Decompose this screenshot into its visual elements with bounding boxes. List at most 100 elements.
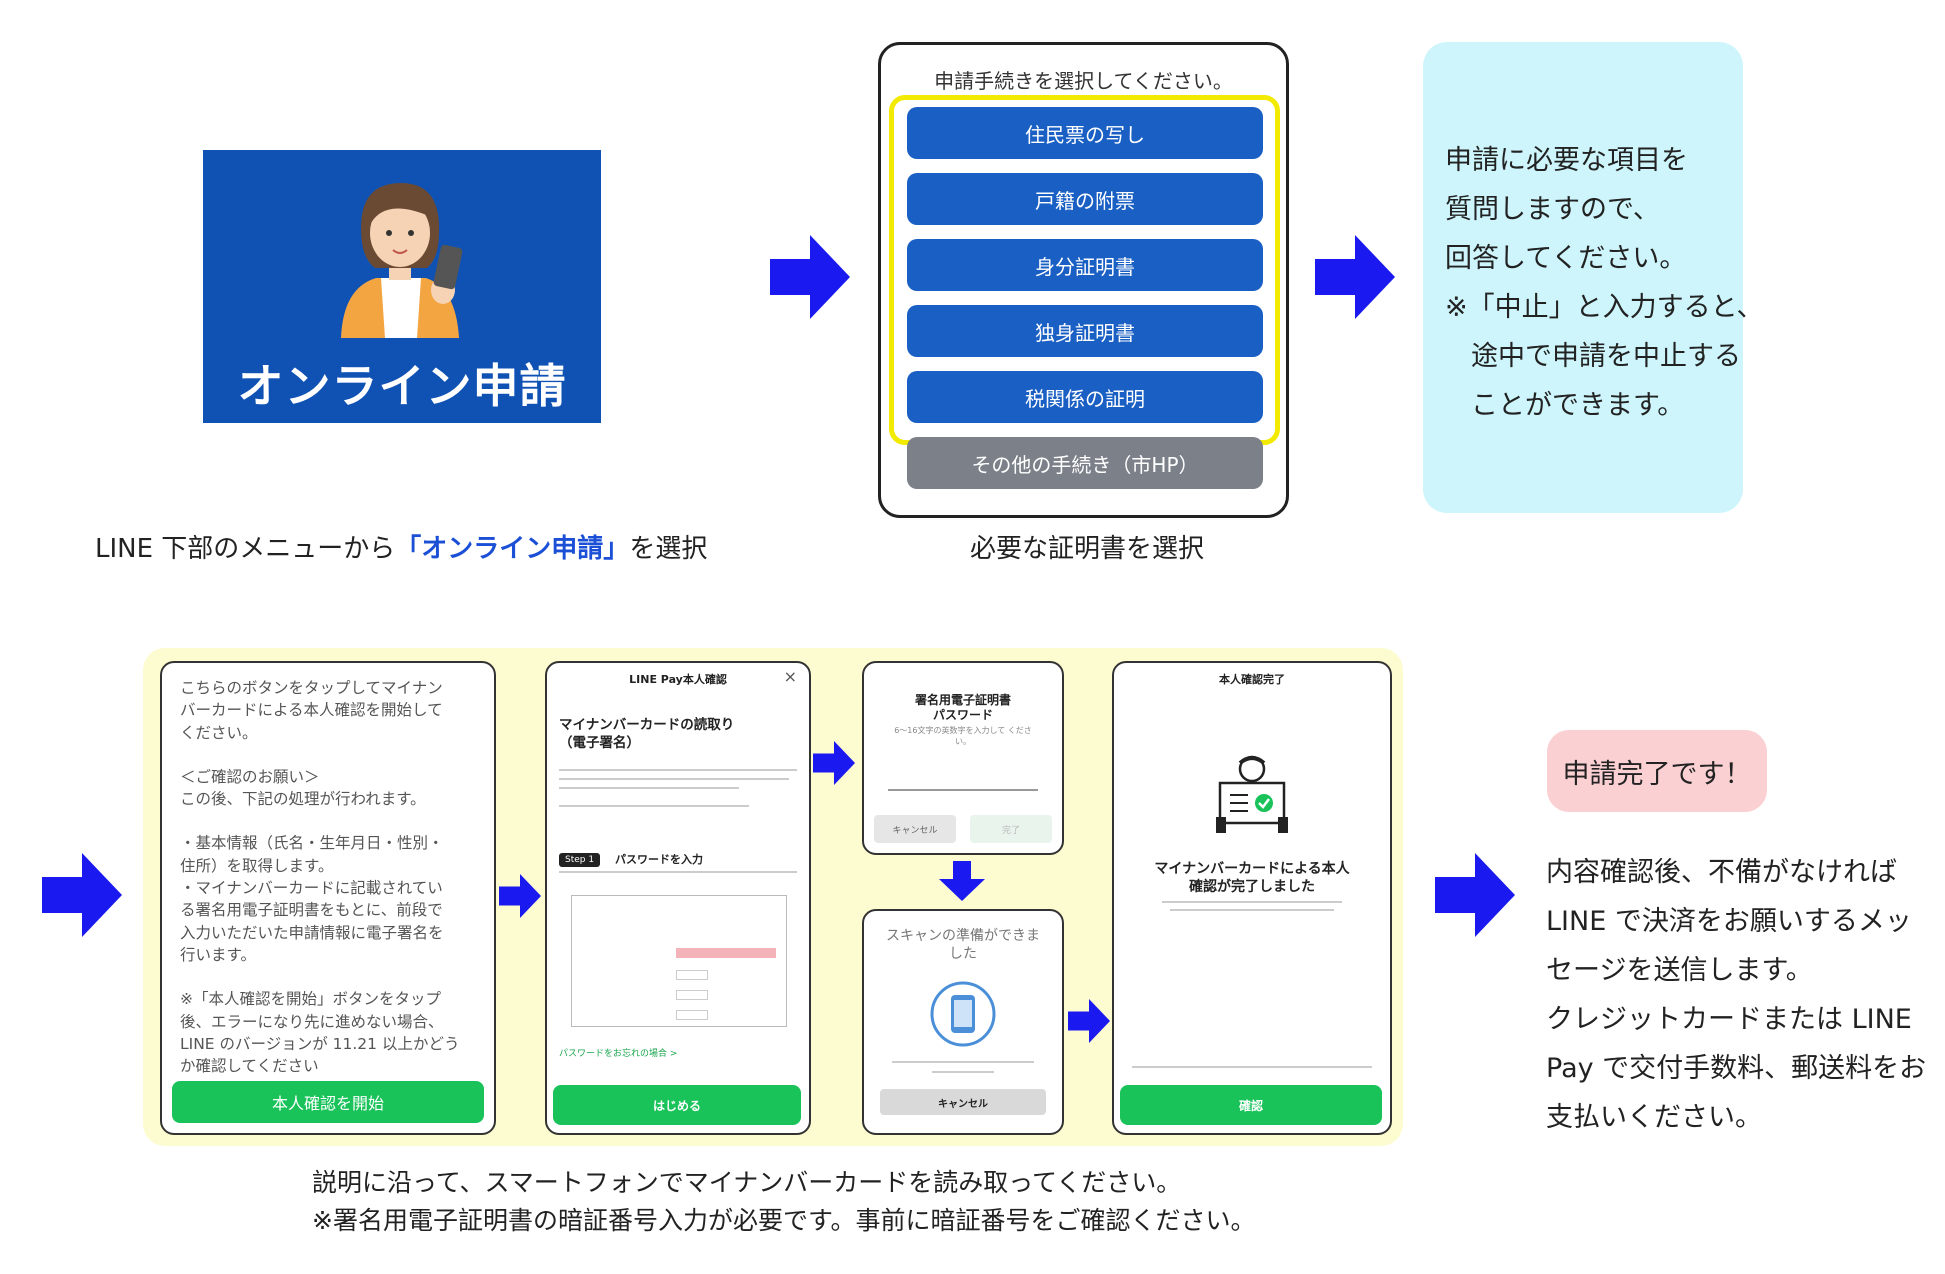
final-info-line: Pay で交付手数料、郵送料をお	[1546, 1053, 1927, 1084]
menu-button-tax[interactable]: 税関係の証明	[907, 371, 1263, 423]
caption-text: を選択	[629, 534, 708, 564]
reading-title: マイナンバーカードの読取り	[559, 717, 735, 733]
scan-cancel-button[interactable]: キャンセル	[880, 1089, 1046, 1115]
spacer	[180, 966, 459, 988]
arrow-right-icon	[1068, 998, 1110, 1044]
text-placeholder	[1162, 901, 1342, 903]
text-placeholder	[559, 787, 739, 789]
cert-instructions: 6〜16文字の英数字を入力して ください。	[894, 726, 1032, 746]
text-line: 住所）を取得します。	[180, 856, 334, 875]
text-placeholder	[559, 871, 797, 873]
step-badge: Step 1	[559, 853, 601, 867]
menu-button-other[interactable]: その他の手続き（市HP）	[907, 437, 1263, 489]
reading-subtitle: （電子署名）	[559, 735, 640, 751]
text-line: ＜ご確認のお願い＞	[180, 767, 320, 786]
info-line: 質問しますので、	[1445, 194, 1660, 225]
caption-text: LINE 下部のメニューから	[95, 534, 396, 564]
confirmation-phone: こちらのボタンをタップしてマイナン バーカードによる本人確認を開始して ください…	[160, 661, 496, 1135]
procedure-prompt: 申請手続きを選択してください。	[934, 69, 1233, 93]
person-with-phone-icon	[341, 183, 463, 338]
forgot-password-link[interactable]: パスワードをお忘れの場合 >	[559, 1049, 678, 1059]
text-line: 行います。	[180, 945, 256, 964]
menu-button-residence[interactable]: 住民票の写し	[907, 107, 1263, 159]
text-placeholder	[559, 769, 797, 771]
menu-button-family-register[interactable]: 戸籍の附票	[907, 173, 1263, 225]
done-button[interactable]: 完了	[970, 815, 1052, 843]
text-line: こちらのボタンをタップしてマイナン	[180, 679, 443, 697]
question-info-box: 申請に必要な項目を 質問しますので、 回答してください。 ※「中止」と入力すると…	[1423, 42, 1764, 513]
spacer	[180, 744, 459, 766]
step2-caption: 必要な証明書を選択	[970, 534, 1205, 564]
text-line: 入力いただいた申請情報に電子署名を	[180, 923, 444, 942]
complete-header: 本人確認完了	[1219, 673, 1285, 686]
scan-title: スキャンの準備ができま	[886, 928, 1040, 944]
arrow-right-icon	[770, 235, 850, 319]
cancel-button[interactable]: キャンセル	[874, 815, 956, 843]
password-input[interactable]	[888, 789, 1038, 791]
arrow-right-icon	[1435, 853, 1515, 937]
final-info-line: クレジットカードまたは LINE	[1546, 1004, 1912, 1035]
text-line: バーカードによる本人確認を開始して	[180, 701, 443, 720]
caption-highlight: 「オンライン申請」	[395, 534, 630, 564]
text-line: ください。	[180, 723, 258, 742]
final-info-line: 支払いください。	[1546, 1102, 1762, 1133]
close-icon[interactable]: ×	[783, 667, 797, 686]
text-placeholder	[932, 1071, 994, 1073]
start-button[interactable]: はじめる	[553, 1085, 801, 1125]
text-line: る署名用電子証明書をもとに、前段で	[180, 901, 443, 920]
menu-button-identity[interactable]: 身分証明書	[907, 239, 1263, 291]
spacer	[180, 810, 459, 832]
scan-title: した	[949, 946, 977, 962]
verification-complete-phone: 本人確認完了 マイナンバーカードによる本人 確認が完了しました 確認	[1112, 661, 1392, 1135]
text-placeholder	[559, 778, 789, 780]
text-line: LINE のバージョンが 11.21 以上かどう	[180, 1034, 460, 1053]
confirmation-text: こちらのボタンをタップしてマイナン バーカードによる本人確認を開始して ください…	[180, 677, 459, 1077]
online-application-title: オンライン申請	[237, 359, 567, 413]
complete-message: 確認が完了しました	[1189, 879, 1315, 895]
cert-title: 署名用電子証明書	[914, 693, 1011, 707]
confirm-button[interactable]: 確認	[1120, 1085, 1382, 1125]
procedure-select-phone: 申請手続きを選択してください。 住民票の写し 戸籍の附票 身分証明書 独身証明書…	[878, 42, 1289, 518]
person-holding-card-icon	[1216, 755, 1288, 833]
smartphone-scan-icon	[930, 981, 996, 1047]
start-verification-button[interactable]: 本人確認を開始	[172, 1081, 484, 1123]
cert-password-phone: 署名用電子証明書 パスワード 6〜16文字の英数字を入力して ください。 キャン…	[862, 661, 1064, 855]
scan-ready-phone: スキャンの準備ができま した キャンセル	[862, 909, 1064, 1135]
password-boxes	[676, 970, 708, 980]
mynumber-steps-panel: こちらのボタンをタップしてマイナン バーカードによる本人確認を開始して ください…	[143, 648, 1403, 1146]
text-line: ※「本人確認を開始」ボタンをタップ	[180, 990, 441, 1009]
arrow-right-icon	[42, 853, 122, 937]
final-info-line: セージを送信します。	[1546, 955, 1813, 986]
application-complete-badge: 申請完了です！	[1547, 730, 1767, 812]
lp-header: LINE Pay本人確認	[629, 673, 727, 686]
arrow-down-icon	[939, 861, 985, 901]
text-line: か確認してください	[180, 1057, 319, 1076]
step1-caption: LINE 下部のメニューから「オンライン申請」を選択	[95, 528, 707, 565]
complete-message: マイナンバーカードによる本人	[1154, 861, 1350, 877]
password-table	[571, 895, 787, 1027]
step-label: パスワードを入力	[615, 853, 703, 866]
card-reading-phone: LINE Pay本人確認 × マイナンバーカードの読取り （電子署名） Step…	[545, 661, 811, 1135]
text-placeholder	[892, 1061, 1034, 1063]
password-boxes	[676, 948, 776, 958]
menu-button-single-status[interactable]: 独身証明書	[907, 305, 1263, 357]
instruction-caption: 説明に沿って、スマートフォンでマイナンバーカードを読み取ってください。	[312, 1168, 1182, 1197]
info-line: 途中で申請を中止する	[1471, 341, 1741, 372]
cert-title: パスワード	[932, 708, 993, 722]
info-line: 回答してください。	[1445, 243, 1687, 274]
text-placeholder	[559, 805, 749, 807]
info-line: ※「中止」と入力すると、	[1445, 292, 1764, 323]
final-info-line: LINE で決済をお願いするメッ	[1546, 906, 1912, 937]
info-line: ことができます。	[1471, 390, 1685, 421]
text-line: この後、下記の処理が行われます。	[180, 790, 426, 809]
arrow-right-icon	[1315, 235, 1395, 319]
text-placeholder	[1132, 1066, 1372, 1068]
online-application-card[interactable]: オンライン申請	[203, 150, 601, 423]
text-line: 後、エラーになり先に進めない場合、	[180, 1012, 444, 1031]
text-line: ・マイナンバーカードに記載されてい	[180, 879, 443, 898]
password-boxes	[676, 1010, 708, 1020]
final-info-line: 内容確認後、不備がなければ	[1546, 857, 1897, 888]
info-line: 申請に必要な項目を	[1445, 145, 1688, 176]
arrow-right-icon	[813, 740, 855, 786]
text-placeholder	[1170, 909, 1334, 911]
